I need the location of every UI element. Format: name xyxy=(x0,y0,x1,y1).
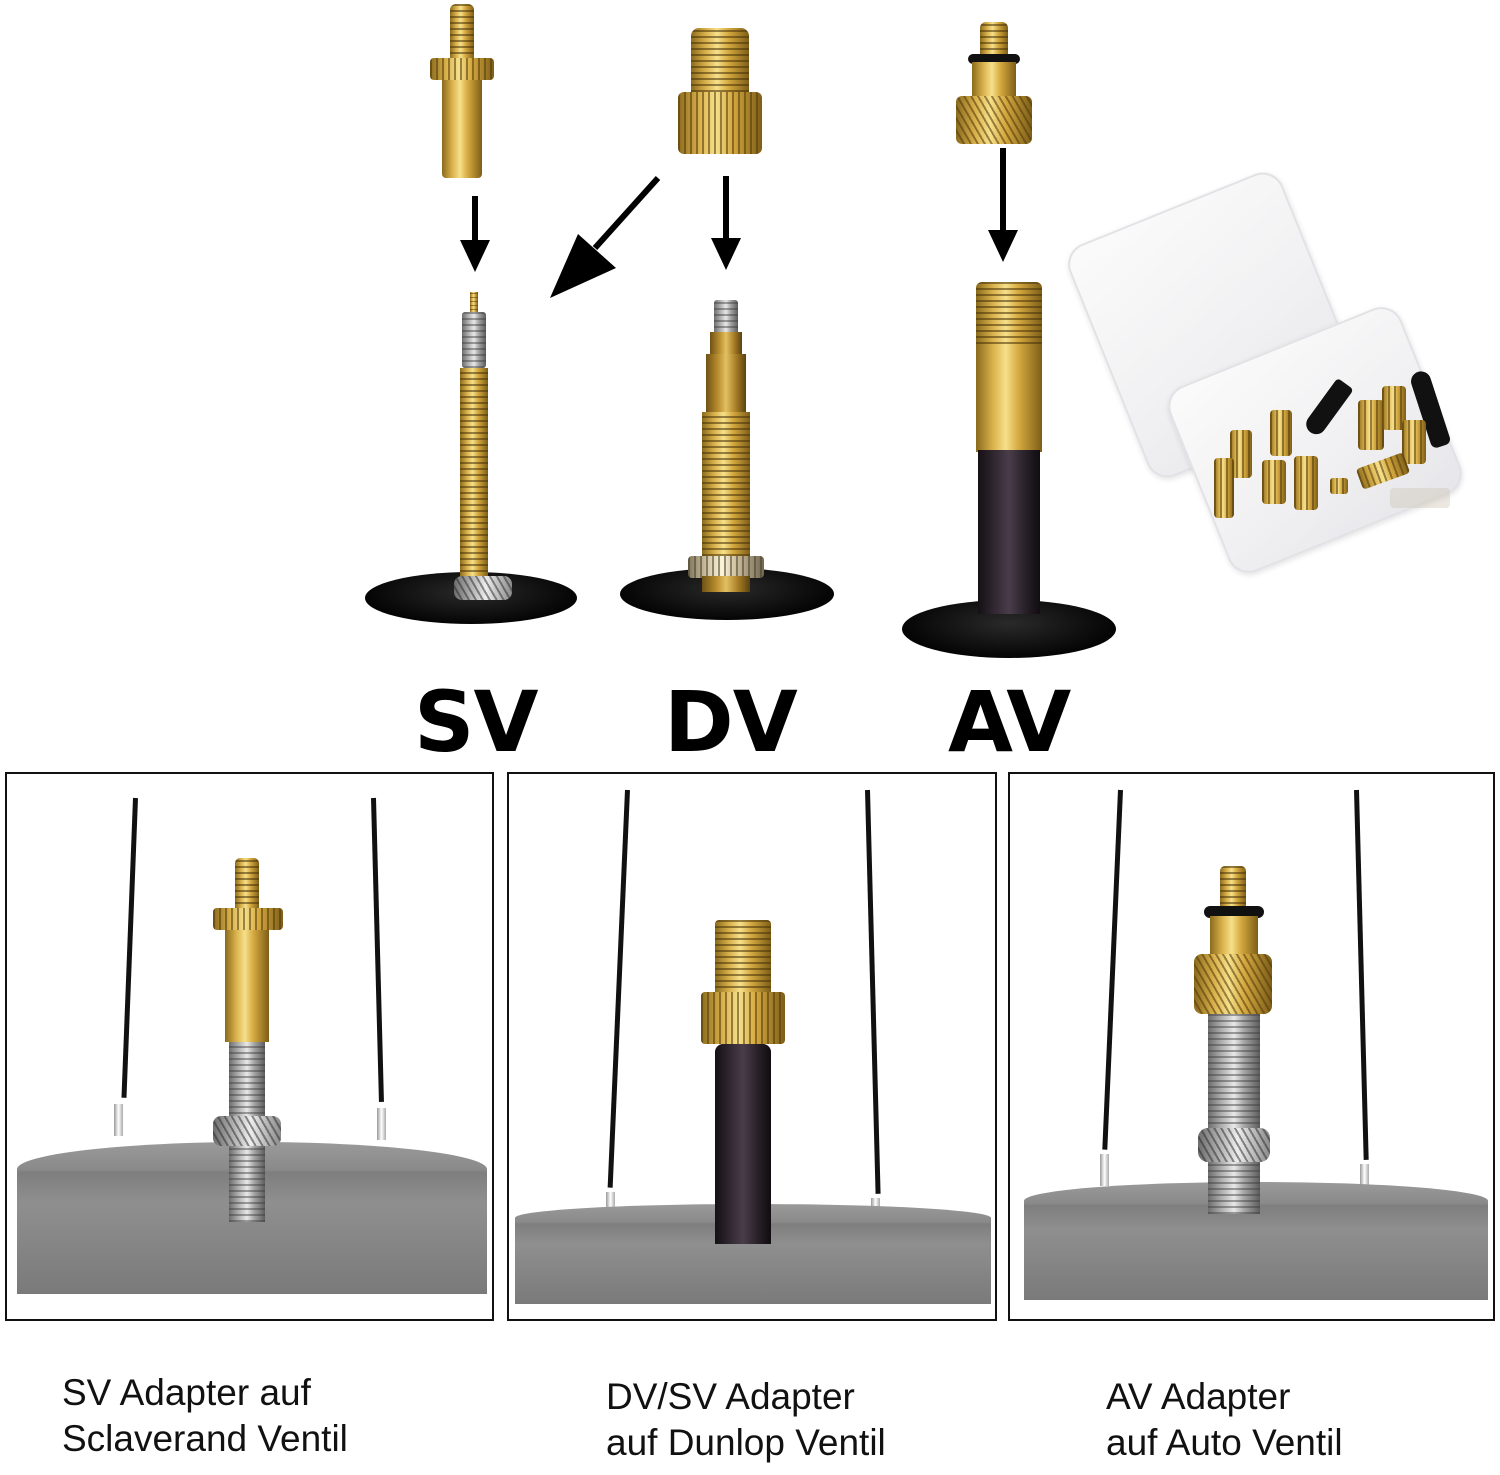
caption-sv-line1: SV Adapter auf xyxy=(62,1372,311,1413)
down-arrow-sv xyxy=(460,196,490,274)
spoke-icon xyxy=(371,797,384,1102)
sv-adapter-icon xyxy=(430,4,494,180)
av-adapter-mounted-icon xyxy=(1194,866,1274,1226)
presta-valve-icon xyxy=(360,292,580,632)
dv-adapter-mounted-icon xyxy=(701,920,785,1250)
caption-dv: DV/SV Adapter auf Dunlop Ventil xyxy=(606,1374,886,1466)
valve-diagram: SV DV AV xyxy=(360,4,1490,771)
caption-av: AV Adapter auf Auto Ventil xyxy=(1106,1374,1343,1466)
av-adapter-icon xyxy=(956,22,1032,144)
spoke-icon xyxy=(865,789,881,1194)
spoke-icon xyxy=(121,797,138,1098)
down-arrow-av xyxy=(988,148,1018,274)
label-dv: DV xyxy=(664,673,798,771)
caption-sv: SV Adapter auf Sclaverand Ventil xyxy=(62,1370,348,1462)
panel-sv xyxy=(5,772,494,1321)
caption-av-line1: AV Adapter xyxy=(1106,1376,1291,1417)
label-sv: SV xyxy=(414,673,539,771)
caption-av-line2: auf Auto Ventil xyxy=(1106,1422,1343,1463)
down-arrow-dv xyxy=(711,176,741,274)
label-av: AV xyxy=(948,673,1071,771)
sv-adapter-mounted-icon xyxy=(207,858,287,1238)
diagonal-arrow-dv-to-sv xyxy=(540,170,670,305)
panel-av xyxy=(1008,772,1495,1321)
spoke-icon xyxy=(1102,789,1123,1150)
dunlop-valve-icon xyxy=(618,300,838,630)
caption-sv-line2: Sclaverand Ventil xyxy=(62,1418,348,1459)
schrader-valve-icon xyxy=(900,282,1120,662)
adapter-kit-box-icon xyxy=(1061,160,1490,590)
spoke-icon xyxy=(607,789,630,1188)
caption-dv-line2: auf Dunlop Ventil xyxy=(606,1422,886,1463)
dv-adapter-icon xyxy=(678,28,762,156)
panel-dv xyxy=(507,772,997,1321)
spoke-icon xyxy=(1354,789,1369,1160)
caption-dv-line1: DV/SV Adapter xyxy=(606,1376,855,1417)
